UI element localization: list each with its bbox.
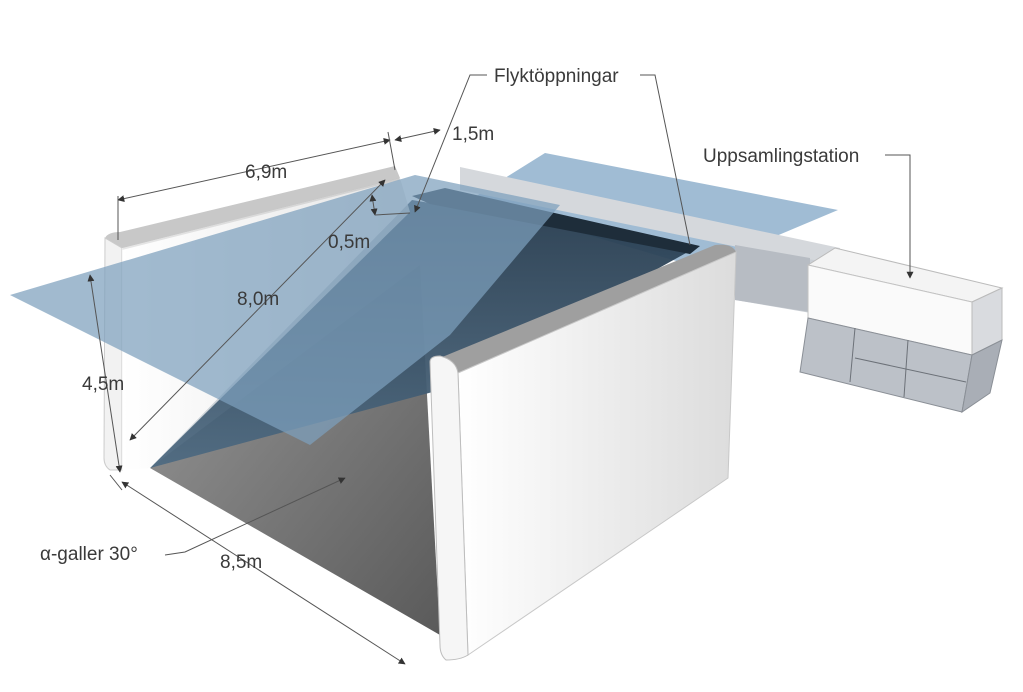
right-wall xyxy=(429,244,737,661)
label-collection-station: Uppsamlingstation xyxy=(703,146,859,167)
label-width-bottom: 8,5m xyxy=(220,552,262,573)
label-alpha-grid: α-galler 30° xyxy=(40,544,138,565)
collection-channel-front xyxy=(735,245,810,312)
label-diagonal: 8,0m xyxy=(237,289,279,310)
label-gap: 1,5m xyxy=(452,124,494,145)
label-height: 4,5m xyxy=(82,374,124,395)
label-width-top: 6,9m xyxy=(245,162,287,183)
label-depth-small: 0,5m xyxy=(328,232,370,253)
label-escape-openings: Flyktöppningar xyxy=(494,66,619,87)
collection-channel-top xyxy=(460,167,840,268)
dimension-lines xyxy=(87,74,914,665)
collection-station xyxy=(799,247,1004,414)
